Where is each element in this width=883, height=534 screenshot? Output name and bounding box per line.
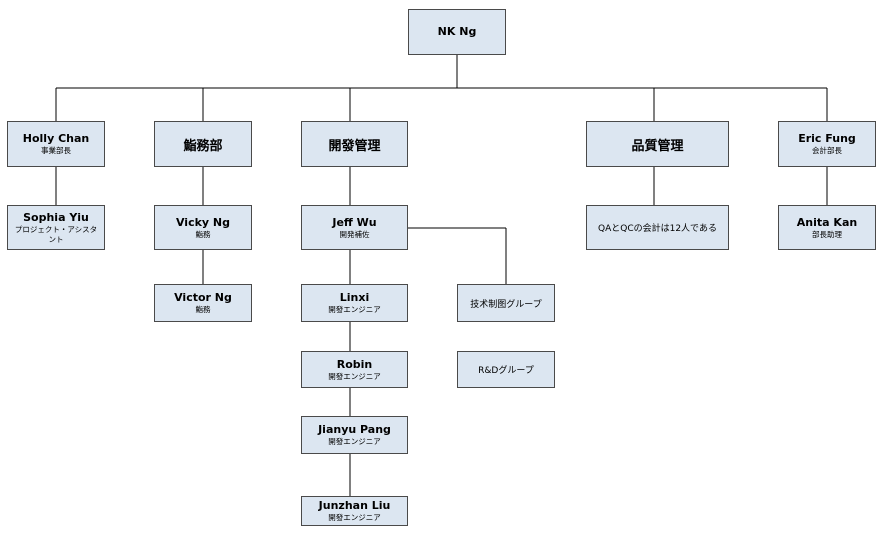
node-role: 開發エンジニア	[328, 371, 381, 381]
node-name: Anita Kan	[796, 215, 858, 229]
node-role: 事業部長	[41, 146, 71, 155]
node-kaihatsu-kanri: 開發管理	[301, 121, 408, 167]
node-role: プロジェクト・アシスタント	[14, 224, 98, 244]
node-hinshitsu-kanri: 品質管理	[586, 121, 729, 167]
node-holly-chan: Holly Chan 事業部長	[7, 121, 105, 167]
node-name: Jeff Wu	[332, 215, 377, 229]
node-sophia-yiu: Sophia Yiu プロジェクト・アシスタント	[7, 205, 105, 250]
node-role: 開發エンジニア	[328, 513, 381, 522]
node-name: 技术制图グループ	[470, 299, 542, 310]
node-name: 品質管理	[631, 138, 684, 154]
node-linxi: Linxi 開發エンジニア	[301, 284, 408, 322]
node-rnd-group: R&Dグループ	[457, 351, 555, 388]
node-role: 開發エンジニア	[328, 437, 381, 446]
node-name: Sophia Yiu	[23, 210, 89, 224]
node-nk-ng: NK Ng	[408, 9, 506, 55]
node-role: 開発補佐	[339, 229, 370, 239]
node-eikyou-dept: 鮨務部	[154, 121, 252, 167]
node-name: R&Dグループ	[478, 366, 534, 376]
node-role: 鮨務	[195, 229, 211, 239]
node-role: 開發エンジニア	[328, 305, 381, 314]
node-eric-fung: Eric Fung 会計部長	[778, 121, 876, 167]
node-name: 開發管理	[328, 138, 381, 154]
node-anita-kan: Anita Kan 部長助理	[778, 205, 876, 250]
node-role: 会計部長	[812, 146, 842, 155]
node-jianyu-pang: Jianyu Pang 開發エンジニア	[301, 416, 408, 454]
node-jeff-wu: Jeff Wu 開発補佐	[301, 205, 408, 250]
node-vicky-ng: Vicky Ng 鮨務	[154, 205, 252, 250]
node-victor-ng: Victor Ng 鮨務	[154, 284, 252, 322]
node-name: Vicky Ng	[175, 215, 230, 229]
node-gijutsu-group: 技术制图グループ	[457, 284, 555, 322]
node-qaqc-note: QAとQCの会計は12人である	[586, 205, 729, 250]
node-junzhan-liu: Junzhan Liu 開發エンジニア	[301, 496, 408, 526]
node-name: Robin	[336, 357, 373, 371]
node-name: Linxi	[339, 291, 370, 304]
node-role: 部長助理	[812, 229, 842, 239]
node-name: QAとQCの会計は12人である	[598, 224, 717, 234]
node-name: Eric Fung	[798, 132, 856, 145]
node-name: Jianyu Pang	[318, 423, 391, 436]
node-name: Victor Ng	[174, 291, 232, 304]
node-role: 鮨務	[195, 305, 211, 314]
node-name: NK Ng	[437, 25, 477, 38]
node-robin: Robin 開發エンジニア	[301, 351, 408, 388]
node-name: Junzhan Liu	[318, 499, 391, 512]
node-name: 鮨務部	[183, 138, 223, 154]
node-name: Holly Chan	[22, 132, 90, 145]
